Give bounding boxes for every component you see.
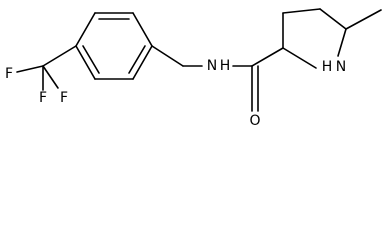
bond	[42, 65, 59, 89]
bond	[282, 8, 321, 14]
bond	[251, 47, 284, 67]
bond	[75, 45, 96, 80]
bond	[132, 12, 153, 47]
amide-linker: N H O	[151, 45, 261, 129]
fluorine-atom-3: F	[60, 90, 68, 106]
amide-nitrogen: N	[207, 58, 217, 74]
benzene-ring	[75, 12, 153, 80]
bond	[132, 45, 153, 80]
piperidine-ring: N H	[251, 8, 382, 75]
molecule-drawing: F F F N H O N H	[5, 8, 382, 129]
ring-hydrogen: H	[322, 59, 333, 75]
amide-hydrogen: H	[220, 58, 231, 74]
aromatic-double-bond	[128, 45, 146, 74]
structure-diagram: F F F N H O N H	[5, 8, 382, 129]
bond	[319, 8, 347, 30]
bond	[337, 28, 347, 57]
carbonyl-oxygen: O	[249, 113, 260, 129]
fluorine-atom-1: F	[39, 90, 47, 106]
bond	[75, 12, 96, 47]
trifluoromethyl-group: F F F	[5, 45, 77, 106]
bond	[151, 45, 184, 67]
ring-nitrogen: N	[336, 59, 346, 75]
bond	[282, 47, 317, 69]
aromatic-double-bond	[82, 45, 100, 74]
methyl-bond	[345, 9, 382, 30]
bond	[16, 65, 44, 73]
bond	[42, 45, 77, 67]
fluorine-atom-2: F	[5, 66, 13, 82]
